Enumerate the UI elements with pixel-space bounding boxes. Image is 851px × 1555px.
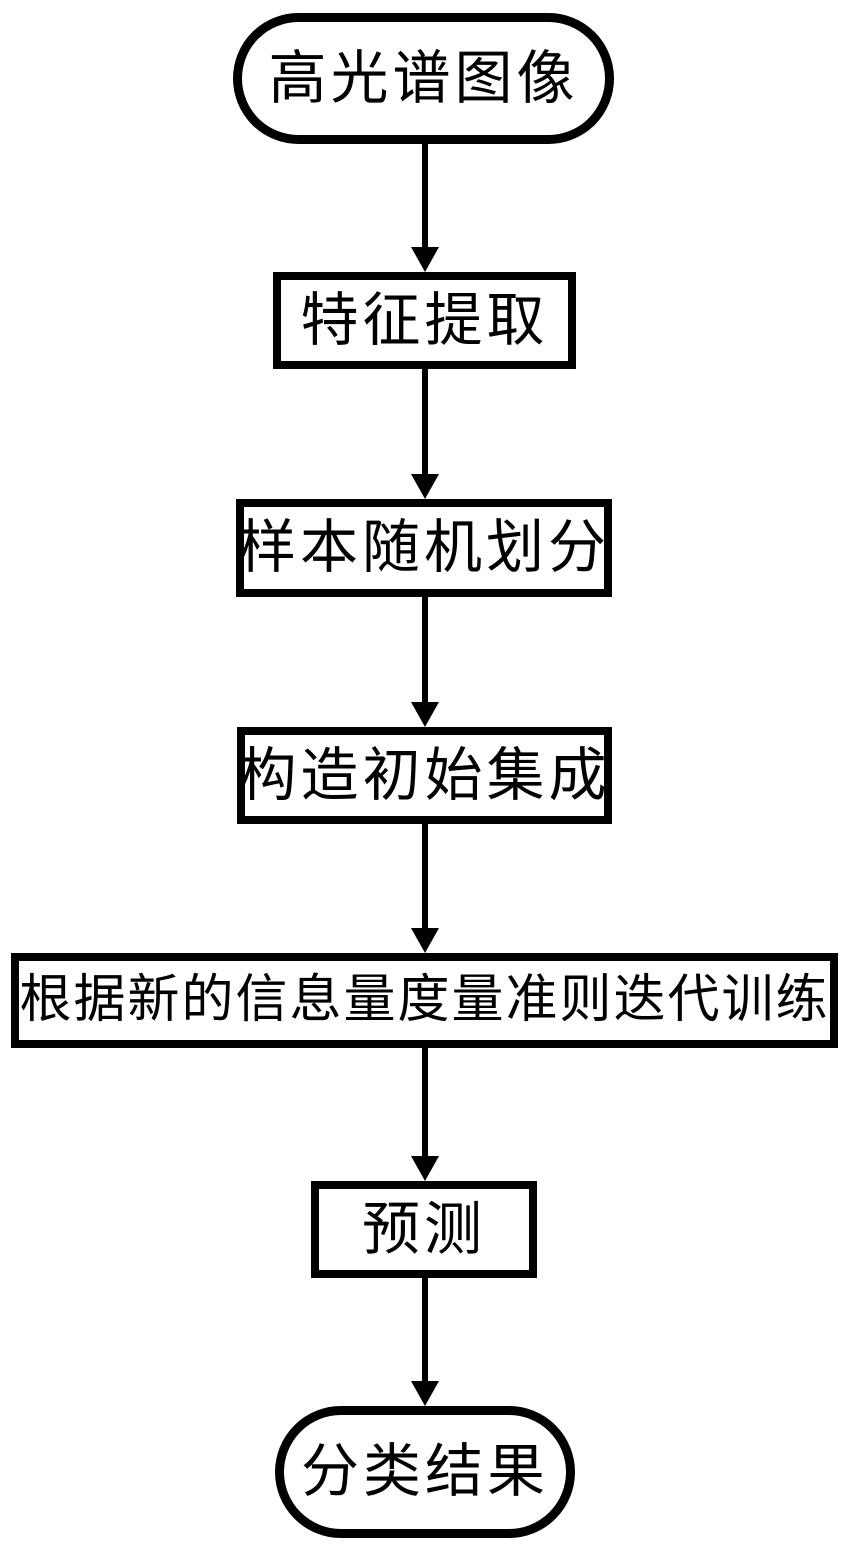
node-initial-ensemble-label: 构造初始集成 — [238, 742, 611, 808]
arrow-head-icon — [411, 1381, 439, 1406]
node-feature-extraction-label: 特征提取 — [300, 287, 549, 353]
node-iterative-training: 根据新的信息量度量准则迭代训练 — [11, 953, 838, 1048]
node-classification-result-label: 分类结果 — [300, 1439, 549, 1504]
node-prediction-label: 预测 — [361, 1196, 486, 1262]
arrow-head-icon — [411, 474, 439, 499]
arrow-head-icon — [411, 928, 439, 953]
node-random-sample-split: 样本随机划分 — [236, 499, 612, 597]
node-iterative-training-label: 根据新的信息量度量准则迭代训练 — [19, 971, 830, 1029]
arrow-shaft-4 — [422, 824, 428, 929]
node-hyperspectral-image: 高光谱图像 — [233, 13, 614, 144]
arrow-shaft-5 — [422, 1048, 428, 1157]
arrow-head-icon — [411, 1156, 439, 1181]
node-hyperspectral-image-label: 高光谱图像 — [268, 45, 579, 111]
node-initial-ensemble: 构造初始集成 — [237, 727, 612, 824]
node-random-sample-split-label: 样本随机划分 — [238, 515, 611, 580]
arrow-head-icon — [411, 702, 439, 727]
arrow-shaft-3 — [422, 597, 428, 703]
arrow-shaft-2 — [422, 369, 428, 475]
arrow-head-icon — [411, 247, 439, 272]
node-classification-result: 分类结果 — [275, 1406, 575, 1538]
arrow-shaft-1 — [422, 143, 428, 248]
node-feature-extraction: 特征提取 — [273, 272, 576, 369]
node-prediction: 预测 — [311, 1181, 537, 1278]
arrow-shaft-6 — [422, 1278, 428, 1382]
